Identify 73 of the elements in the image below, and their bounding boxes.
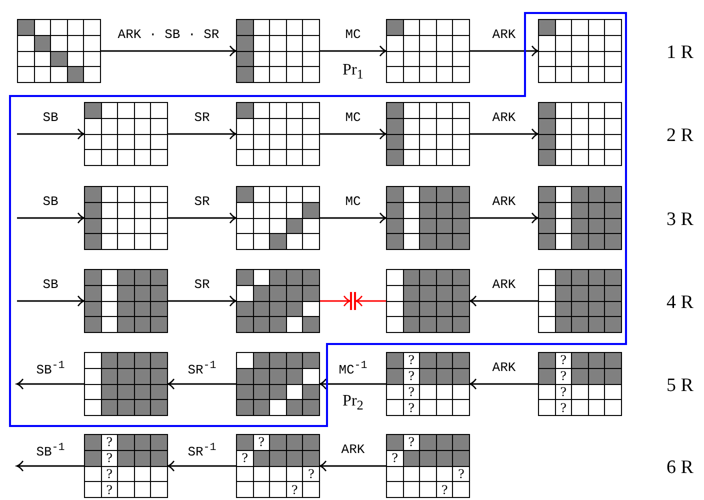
question-mark: ? bbox=[106, 468, 113, 480]
question-mark: ? bbox=[408, 386, 415, 398]
state-grid bbox=[236, 102, 320, 166]
state-grid bbox=[84, 102, 168, 166]
edge-label: SR bbox=[194, 110, 210, 125]
edge-label: ARK bbox=[492, 194, 516, 209]
state-grid bbox=[84, 352, 168, 416]
state-grid bbox=[538, 102, 622, 166]
question-mark: ? bbox=[308, 468, 314, 480]
state-grid bbox=[386, 269, 470, 333]
question-mark: ? bbox=[258, 436, 265, 448]
question-mark: ? bbox=[441, 484, 448, 496]
edge-label: SR$^{-1}$ bbox=[188, 360, 216, 378]
state-grid bbox=[538, 352, 622, 416]
edge-label: ARK bbox=[492, 360, 516, 375]
question-mark: ? bbox=[242, 452, 248, 464]
state-grid bbox=[236, 186, 320, 250]
question-mark: ? bbox=[458, 468, 464, 480]
state-grid bbox=[236, 434, 320, 498]
edge-label: SB bbox=[42, 110, 58, 125]
edge-label: SR bbox=[194, 194, 210, 209]
question-mark: ? bbox=[560, 354, 567, 366]
state-grid bbox=[17, 19, 101, 83]
edge-label: MC$^{-1}$ bbox=[338, 360, 368, 378]
edge-label: SR$^{-1}$ bbox=[188, 442, 216, 460]
state-grid bbox=[84, 269, 168, 333]
edge-label: SB bbox=[42, 194, 58, 209]
question-mark: ? bbox=[408, 436, 415, 448]
round-label: 3 R bbox=[666, 209, 694, 231]
state-grid bbox=[538, 186, 622, 250]
contradiction-bar bbox=[350, 292, 356, 310]
edge-label: ARK bbox=[492, 110, 516, 125]
edge-label: MC bbox=[345, 110, 361, 125]
question-mark: ? bbox=[408, 354, 415, 366]
state-grid bbox=[538, 19, 622, 83]
edge-label: SB$^{-1}$ bbox=[36, 442, 65, 460]
question-mark: ? bbox=[408, 370, 415, 382]
edge-label: ARK · SB · SR bbox=[118, 27, 220, 42]
state-grid bbox=[386, 434, 470, 498]
question-mark: ? bbox=[106, 484, 113, 496]
edge-label: ARK bbox=[492, 27, 516, 42]
question-mark: ? bbox=[106, 452, 113, 464]
state-grid bbox=[386, 352, 470, 416]
question-mark: ? bbox=[291, 484, 298, 496]
edge-label: SB$^{-1}$ bbox=[36, 360, 65, 378]
state-grid bbox=[84, 434, 168, 498]
question-mark: ? bbox=[408, 402, 415, 414]
state-grid bbox=[538, 269, 622, 333]
edge-label: ARK bbox=[341, 442, 365, 457]
question-mark: ? bbox=[560, 386, 567, 398]
state-grid bbox=[236, 19, 320, 83]
state-grid bbox=[236, 269, 320, 333]
probability-label: Pr$_{1}$ bbox=[342, 61, 364, 83]
edge-label: ARK bbox=[492, 277, 516, 292]
round-label: 1 R bbox=[666, 42, 694, 64]
edge-label: MC bbox=[345, 194, 361, 209]
question-mark: ? bbox=[560, 402, 567, 414]
round-label: 6 R bbox=[666, 457, 694, 479]
state-grid bbox=[236, 352, 320, 416]
state-grid bbox=[386, 19, 470, 83]
question-mark: ? bbox=[106, 436, 113, 448]
state-grid bbox=[84, 186, 168, 250]
probability-label: Pr$_{2}$ bbox=[342, 392, 364, 414]
question-mark: ? bbox=[392, 452, 398, 464]
round-label: 4 R bbox=[666, 292, 694, 314]
state-grid bbox=[386, 186, 470, 250]
round-label: 5 R bbox=[666, 375, 694, 397]
edge-label: SB bbox=[42, 277, 58, 292]
question-mark: ? bbox=[560, 370, 567, 382]
round-label: 2 R bbox=[666, 125, 694, 147]
edge-label: MC bbox=[345, 27, 361, 42]
edge-label: SR bbox=[194, 277, 210, 292]
state-grid bbox=[386, 102, 470, 166]
